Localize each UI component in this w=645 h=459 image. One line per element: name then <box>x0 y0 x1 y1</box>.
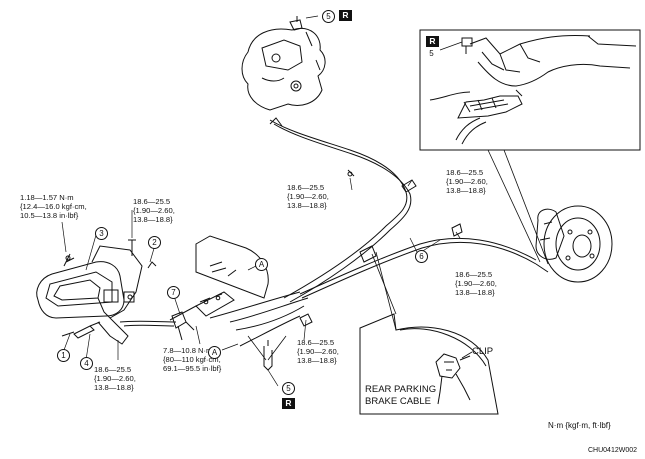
callout-6: 6 <box>415 250 428 263</box>
figure-code: CHU0412W002 <box>588 447 638 454</box>
torque-label-upper-right: 18.6—25.5{1.90—2.60,13.8—18.8} <box>446 168 488 196</box>
parking-brake-lever <box>36 239 157 345</box>
callout-7: 7 <box>167 286 180 299</box>
r-badge-bottom: R <box>282 398 295 409</box>
callout-5-inset: 5 <box>429 49 434 58</box>
torque-label-upper-cable: 18.6—25.5{1.90—2.60,13.8—18.8} <box>287 183 329 211</box>
torque-label-center-bracket: 18.6—25.5{1.90—2.60,13.8—18.8} <box>297 338 339 366</box>
cable-label-line1: REAR PARKING <box>365 384 437 395</box>
parking-brake-cables <box>119 117 537 371</box>
torque-label-equalizer: 7.8—10.8 N·m{80—110 kgf·cm,69.1—95.5 in·… <box>163 346 222 374</box>
torque-label-right-bracket: 18.6—25.5{1.90—2.60,13.8—18.8} <box>455 270 497 298</box>
detail-inset-lower <box>359 313 499 415</box>
callout-leaders <box>61 15 463 387</box>
callout-3: 3 <box>95 227 108 240</box>
callout-2: 2 <box>148 236 161 249</box>
torque-label-lever-base: 18.6—25.5{1.90—2.60,13.8—18.8} <box>94 365 136 393</box>
callout-1: 1 <box>57 349 70 362</box>
lower-inset-leader-2 <box>375 251 397 331</box>
callout-a-panel: A <box>255 258 268 271</box>
clip-label: CLIP <box>472 346 494 357</box>
equalizer-bracket <box>169 291 235 341</box>
torque-label-lever-top: 18.6—25.5{1.90—2.60,13.8—18.8} <box>133 197 175 225</box>
callout-4: 4 <box>80 357 93 370</box>
clip-leader <box>461 351 473 359</box>
callout-5-top: 5 <box>322 10 335 23</box>
r-badge-inset: R <box>426 36 439 47</box>
callout-5-bottom: 5 <box>282 382 295 395</box>
detail-inset-upper <box>419 29 641 151</box>
rear-disc-brake <box>535 205 613 283</box>
rear-caliper-upper <box>241 16 326 111</box>
units-note: N·m {kgf·m, ft·lbf} <box>548 421 611 430</box>
torque-label-lever-bolt: 1.18—1.57 N·m{12.4—16.0 kgf·cm,10.5—13.8… <box>20 193 87 221</box>
callout-a-cable: A <box>208 346 221 359</box>
cable-label-line2: BRAKE CABLE <box>365 396 431 407</box>
inset-leader-1 <box>487 149 541 263</box>
inset-leader-2 <box>503 149 549 265</box>
r-badge-top: R <box>339 10 352 21</box>
